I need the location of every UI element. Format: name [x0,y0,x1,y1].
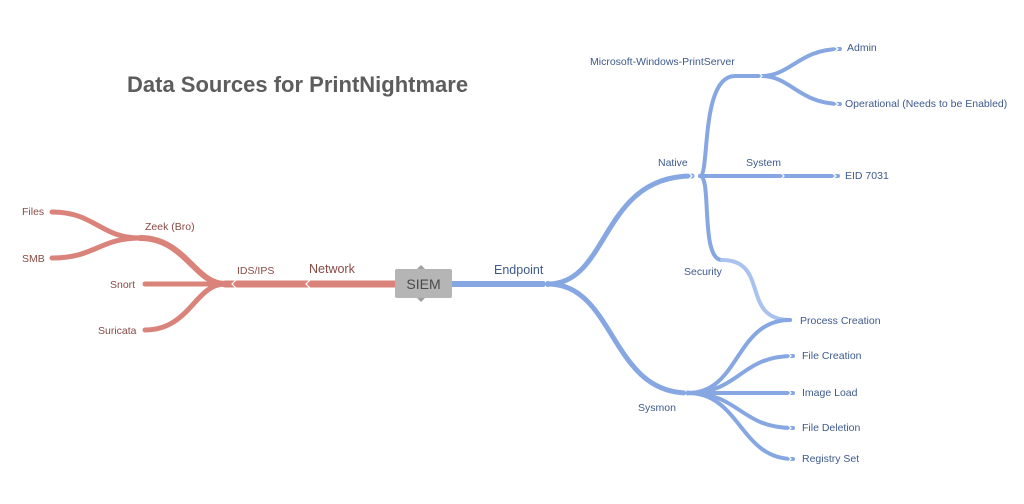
sysmon-link [545,281,691,396]
native-label: Native [658,157,688,169]
operational-link [760,74,842,106]
process-creation-label: Process Creation [800,315,881,327]
network-chevron [305,279,311,289]
registry-set-link [686,391,795,461]
printserver-link [698,74,764,178]
file-deletion-label: File Deletion [802,422,861,434]
printserver-chevron [758,72,763,80]
snort-label: Snort [110,279,135,291]
diagram-title: Data Sources for PrintNightmare [127,72,469,97]
siem-bottom-marker [416,297,426,302]
network-label: Network [309,262,356,276]
network-chevron [231,279,237,289]
smb-link [49,235,143,261]
eid-chevron [831,172,837,180]
operational-label: Operational (Needs to be Enabled) [845,98,1007,110]
endpoint-label: Endpoint [494,263,544,277]
native-link [545,173,695,287]
files-link [49,209,143,241]
zeek-label: Zeek (Bro) [145,221,195,233]
image-load-label: Image Load [802,387,858,399]
siem-label: SIEM [406,276,440,292]
smb-label: SMB [22,253,45,265]
file-deletion-chevron [787,424,792,432]
security-link [698,174,724,262]
siem-top-marker [416,265,426,270]
network-branch [49,209,399,333]
security-label: Security [684,266,723,278]
siem-box [395,269,452,298]
operational-chevron [833,100,839,108]
siem-node[interactable]: SIEM [395,265,452,302]
endpoint-branch [449,45,842,463]
admin-link [760,47,842,78]
zeek-link [137,235,228,287]
file-creation-chevron [787,352,792,360]
files-label: Files [22,206,44,218]
eid-label: EID 7031 [845,170,889,182]
registry-set-chevron [787,455,792,463]
system-chevron [780,172,785,180]
system-label: System [746,157,781,169]
file-creation-link [686,354,795,395]
registry-set-label: Registry Set [802,453,859,465]
suricata-label: Suricata [98,325,137,337]
sysmon-label: Sysmon [638,402,676,414]
ids-ips-label: IDS/IPS [237,265,274,277]
suricata-link [142,281,228,333]
admin-label: Admin [847,42,877,54]
file-deletion-link [686,391,795,430]
native-chevron [687,171,693,181]
security-process-link [720,258,792,322]
image-load-chevron [787,389,792,397]
file-creation-label: File Creation [802,350,862,362]
admin-chevron [833,45,839,53]
printserver-label: Microsoft-Windows-PrintServer [590,56,735,68]
